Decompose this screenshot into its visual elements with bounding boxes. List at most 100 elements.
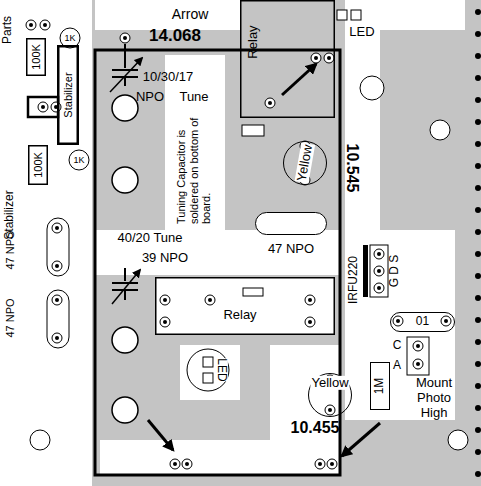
relay-box: Relay <box>155 277 335 335</box>
part-number: IRFU220 <box>347 256 361 304</box>
edge-contact <box>475 273 481 279</box>
frequency: 14.068 <box>149 26 201 46</box>
edge-contact <box>475 9 481 15</box>
edge-contact <box>475 229 481 235</box>
isolation-area <box>345 30 380 230</box>
note: Tune <box>179 90 208 105</box>
solder-pad <box>208 298 212 302</box>
edge-contact <box>475 185 481 191</box>
solder-pad <box>315 459 325 469</box>
led-pad <box>337 10 347 20</box>
solder-pad <box>173 462 177 466</box>
note: 40/20 Tune <box>117 231 182 246</box>
solder-pad <box>52 223 62 233</box>
frequency: 10.545 <box>343 144 361 193</box>
edge-contact <box>475 251 481 257</box>
part-label: 100K <box>32 152 44 178</box>
mounting-hole <box>30 430 50 450</box>
solder-pad <box>163 320 167 324</box>
solder-pad <box>52 295 62 305</box>
isolation-area <box>100 440 340 475</box>
solder-pad <box>55 336 59 340</box>
edge-contact <box>475 295 481 301</box>
solder-pad <box>416 362 420 366</box>
note: Arrow <box>172 6 209 22</box>
led-circle-outline <box>309 374 352 417</box>
edge-contact <box>475 449 481 455</box>
capacitor-symbol <box>112 44 138 86</box>
led-pad <box>351 10 361 20</box>
edge-contact <box>475 53 481 59</box>
relay-box-outline <box>241 1 335 118</box>
mounting-hole <box>430 120 450 140</box>
pin-name: C <box>393 339 402 353</box>
resistor-box-outline <box>27 39 46 76</box>
isolation-area <box>95 0 240 30</box>
trimmer-circle <box>60 28 89 170</box>
isolation-area <box>270 345 340 440</box>
solder-pad <box>318 462 322 466</box>
solder-pad <box>444 319 448 323</box>
tune-arrow <box>110 58 142 92</box>
solder-pad <box>308 298 312 302</box>
edge-contact <box>475 317 481 323</box>
led-pad <box>337 10 361 20</box>
edge-contact <box>475 427 481 433</box>
solder-pad <box>396 319 400 323</box>
solder-pad <box>55 298 59 302</box>
solder-pad <box>377 252 381 256</box>
edge-contact <box>475 9 481 477</box>
capacitor-outline <box>47 290 69 348</box>
solder-pad <box>374 249 384 259</box>
edge-contact <box>475 141 481 147</box>
mounting-hole <box>360 76 384 100</box>
large-hole <box>112 167 138 193</box>
edge-contact <box>475 471 481 477</box>
solder-pad <box>374 283 384 293</box>
part-label: Yellow <box>295 143 316 184</box>
edge-contact <box>475 163 481 169</box>
solder-pad <box>268 101 272 105</box>
led-pad <box>203 357 213 383</box>
relay-box: Relay <box>240 0 335 118</box>
tune-arrow <box>112 270 140 304</box>
part-name: LED <box>349 25 374 40</box>
relay-marker <box>242 125 264 136</box>
pad-square <box>105 160 145 200</box>
photo-diode-outline <box>407 337 429 375</box>
relay-box-outline <box>240 0 335 118</box>
isolation-area <box>180 345 240 400</box>
solder-pad <box>55 226 59 230</box>
board-outline <box>95 50 340 475</box>
large-hole <box>112 95 138 423</box>
mounting-hole <box>448 430 468 450</box>
solder-pad <box>26 20 36 30</box>
led-pad <box>203 357 213 367</box>
solder-pad <box>40 20 50 30</box>
part-label: Relay <box>223 308 256 322</box>
resistor-oval-outline <box>391 313 455 332</box>
solder-pad <box>52 261 62 271</box>
edge-contact <box>475 383 481 389</box>
solder-pad <box>327 56 331 60</box>
isolation-area <box>0 0 92 486</box>
solder-pad <box>38 102 48 112</box>
part-label: 47 NPO <box>268 242 314 256</box>
relay-box-outline <box>156 278 335 335</box>
part-value: 39 NPO <box>142 251 188 266</box>
pad-square <box>105 390 145 430</box>
solder-pad <box>160 317 170 327</box>
capacitor-symbol <box>112 268 138 300</box>
capacitor-outline <box>47 218 69 348</box>
pointer-arrow <box>342 423 380 456</box>
solder-pad <box>305 317 315 327</box>
regulator-box-outline <box>58 46 78 144</box>
regulator-box: Stabilizer <box>57 45 79 145</box>
isolation-area <box>0 0 465 486</box>
solder-pad <box>52 333 62 343</box>
part-value: 47 NPO <box>4 230 17 269</box>
part-label: 1M <box>373 378 386 395</box>
part-heading: Parts <box>1 16 15 44</box>
part-value: 47 NPO <box>4 298 17 337</box>
